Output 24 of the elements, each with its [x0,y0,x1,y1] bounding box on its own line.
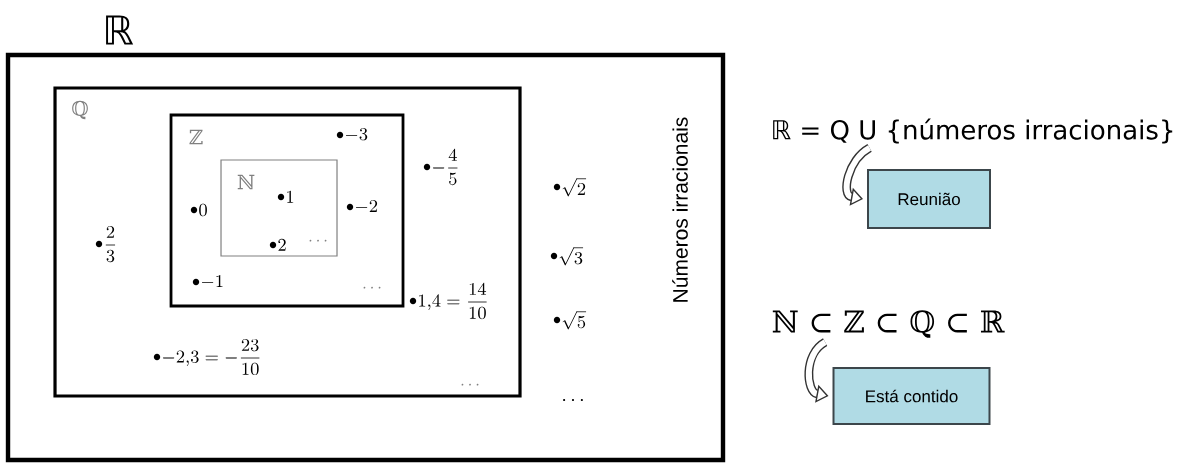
set-label: Números irracionais [672,117,688,302]
number-label: $1$ [287,190,294,203]
number-label: $-\frac{4}{5}$ [432,148,458,186]
number-label: $1{,}4=\frac{14}{10}$ [419,282,487,320]
number-label: $-1$ [201,275,223,287]
formula-text: ℕ ⊂ ℤ ⊂ ℚ ⊂ ℝ [772,310,1005,338]
curved-arrow [804,338,829,403]
ellipsis: $\dots$ [563,398,583,402]
number-label: $\sqrt{2}$ [562,178,587,197]
number-label: $-3$ [345,128,368,141]
number-label: $\sqrt{3}$ [559,247,584,266]
ellipsis: $\cdots$ [363,286,381,289]
ellipsis: $\cdots$ [309,239,327,242]
node-label: ℝ [106,15,134,45]
label-box: Está contido [832,367,991,425]
curved-arrow [842,144,873,206]
number-label: $2$ [278,238,286,251]
number-label: $-2{,}3=-\frac{23}{10}$ [162,338,260,376]
number-label: $\frac{2}{3}$ [105,225,116,263]
formula-text: ℝ = Q U {números irracionais} [773,118,1173,144]
number-label: $-2$ [355,200,378,212]
label-box: Reunião [867,169,991,229]
ellipsis: $\cdots$ [461,383,479,386]
number-label: $\sqrt{5}$ [562,311,587,330]
